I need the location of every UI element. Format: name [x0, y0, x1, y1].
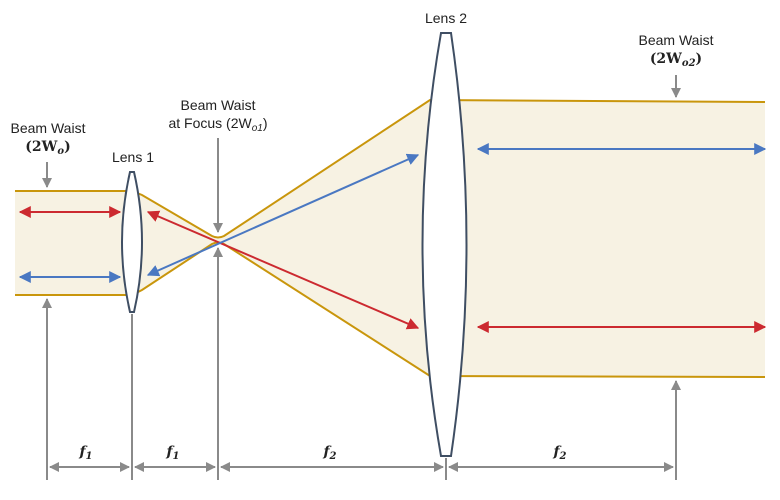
label-beam-waist-left: Beam Waist	[11, 120, 86, 136]
label-beam-waist-focus-symbol: at Focus (2Wo1)	[168, 115, 267, 134]
label-f1-a: f1	[79, 444, 93, 462]
blue-ray-cross	[146, 153, 420, 277]
label-f1-b: f1	[166, 444, 180, 462]
lens-1	[121, 171, 143, 313]
dimension-lines	[42, 75, 681, 480]
label-beam-waist-right: Beam Waist	[639, 32, 714, 48]
label-f2-b: f2	[553, 444, 567, 462]
label-f2-a: f2	[323, 444, 337, 462]
blue-rays	[18, 143, 767, 283]
label-beam-waist-focus: Beam Waist	[181, 97, 256, 113]
label-beam-waist-left-symbol: (2Wo)	[25, 139, 70, 157]
label-lens-2: Lens 2	[425, 10, 467, 26]
label-lens-1: Lens 1	[112, 149, 154, 165]
label-beam-waist-right-symbol: (2Wo2)	[650, 51, 702, 69]
lens-2	[421, 32, 468, 457]
